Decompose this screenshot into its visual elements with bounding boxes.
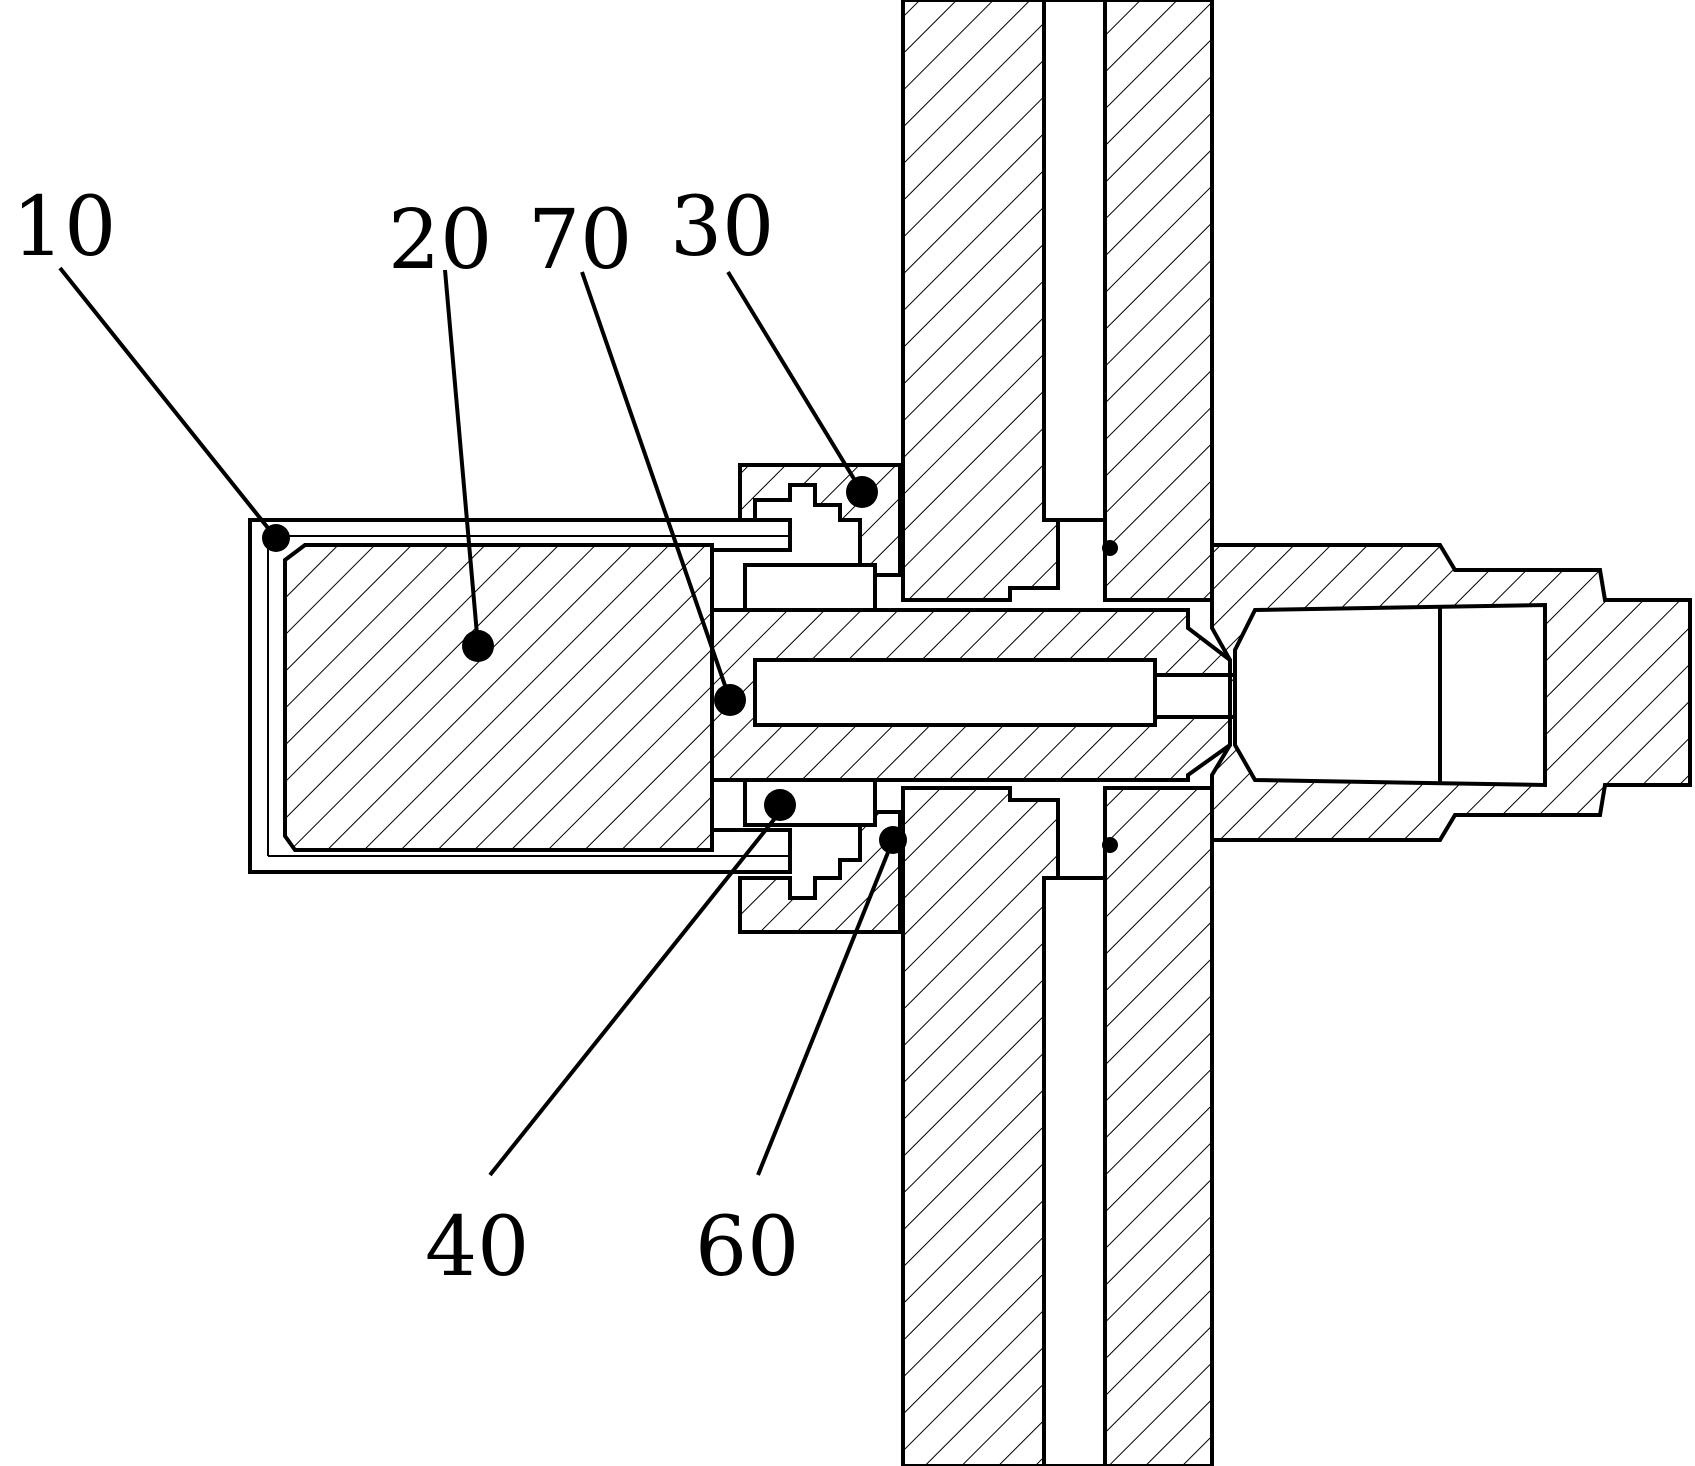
leader-60 — [756, 839, 895, 1176]
label-60: 60 — [695, 1200, 799, 1295]
seal-ring-slot-lower — [1102, 837, 1118, 853]
seal-ring-slot-upper — [1102, 540, 1118, 556]
leader-10 — [58, 266, 270, 530]
vertical-plate — [901, 0, 1214, 1466]
nut-lower — [738, 810, 902, 934]
plate-lower-left — [901, 786, 1060, 1466]
fitting-insert — [1233, 602, 1547, 788]
seal-ring-housing — [262, 524, 290, 552]
label-30: 30 — [670, 180, 774, 275]
label-20: 20 — [388, 193, 492, 288]
leader-70 — [580, 271, 732, 701]
leader-20 — [443, 269, 480, 647]
housing-inner-line — [267, 535, 790, 857]
shaft-bore — [753, 658, 1157, 727]
leader-30 — [726, 270, 864, 494]
plate-upper-right — [1103, 0, 1214, 602]
label-40: 40 — [425, 1200, 529, 1295]
plate-upper-left — [901, 0, 1060, 602]
plate-lower-right — [1103, 786, 1214, 1466]
core-body — [283, 543, 714, 852]
label-70: 70 — [528, 193, 632, 288]
sleeve-lower-block — [743, 778, 877, 827]
plate-upper-slot — [1042, 0, 1107, 522]
sleeve-upper-block — [743, 563, 877, 612]
label-10: 10 — [12, 180, 116, 275]
plate-lower-slot — [1042, 876, 1107, 1466]
leader-40 — [488, 810, 782, 1177]
shaft-pin — [1153, 673, 1237, 719]
seal-ring-sleeve — [764, 789, 796, 821]
